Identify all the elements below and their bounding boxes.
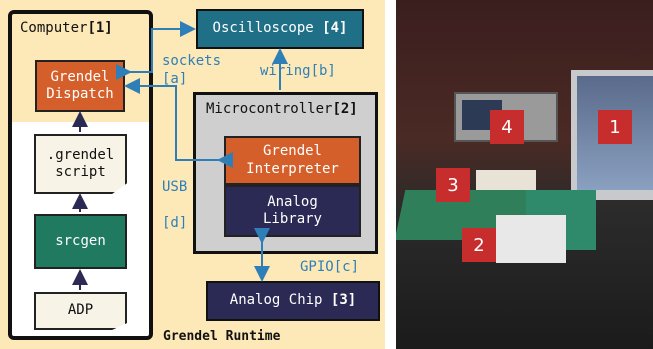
- oscilloscope-box: Oscilloscope [4]: [196, 9, 364, 49]
- analog-chip-box: Analog Chip [3]: [206, 281, 380, 321]
- usb-label: USB [d]: [162, 179, 188, 232]
- sockets-label: sockets [a]: [162, 53, 222, 88]
- gpio-label: GPIO[c]: [300, 259, 360, 275]
- grendel-script-document: .grendel script: [34, 134, 127, 194]
- analog-library-box: Analog Library: [224, 185, 361, 237]
- grendel-interpreter-box: Grendel Interpreter: [224, 136, 361, 185]
- badge-1: 1: [598, 110, 632, 144]
- adp-document: ADP: [34, 292, 127, 330]
- microcontroller-title: Microcontroller[2]: [206, 101, 358, 117]
- wiring-label: wiring[b]: [260, 63, 336, 79]
- srcgen-box: srcgen: [34, 214, 127, 269]
- grendel-runtime-label: Grendel Runtime: [163, 329, 281, 344]
- grendel-dispatch-box: Grendel Dispatch: [35, 60, 125, 112]
- badge-2: 2: [462, 228, 496, 262]
- system-diagram: Computer[1] Grendel Dispatch .grendel sc…: [0, 0, 385, 349]
- badge-3: 3: [436, 168, 470, 202]
- computer-title: Computer[1]: [20, 20, 113, 36]
- analog-chip-image: [496, 215, 566, 263]
- hardware-photo: 4 1 3 2: [396, 0, 653, 349]
- badge-4: 4: [490, 110, 524, 144]
